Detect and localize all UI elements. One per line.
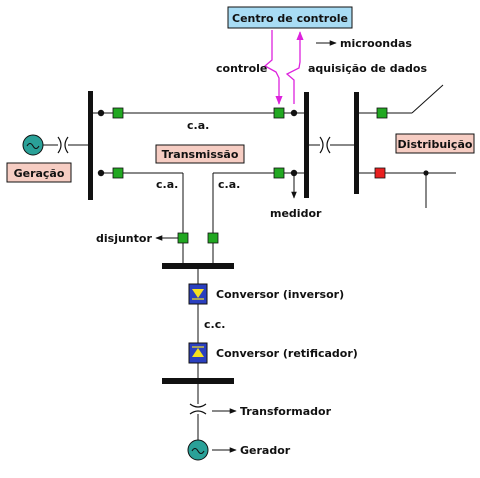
generator-label: Gerador [240,444,291,457]
ca-right-label: c.a. [218,178,240,191]
right-bus [304,92,309,198]
breaker-dc-left [177,232,189,244]
data-acquisition-line [285,31,304,104]
distribution-label-box: Distribuição [395,133,475,154]
converter-inverter-label: Conversor (inversor) [216,288,344,301]
svg-text:Distribuição: Distribuição [398,138,473,151]
breaker-right-lower [273,167,285,179]
ca-left-label: c.a. [156,178,178,191]
transformer-icon [57,136,62,154]
breaker-distribution-top [376,107,388,119]
converter-rectifier [188,342,208,364]
bottom-transformer-icon [189,403,207,408]
converter-rectifier-label: Conversor (retificador) [216,347,358,360]
control-center: Centro de controle [227,6,353,29]
microwave-label: microondas [340,37,412,50]
breaker-left-lower [112,167,124,179]
breaker-top-right [273,107,285,119]
svg-text:Transmissão: Transmissão [162,148,239,161]
transmission-label-box: Transmissão [155,144,245,164]
svg-text:Geração: Geração [14,167,65,180]
distribution-bus [354,92,359,194]
control-label: controle [216,62,267,75]
dc-bus-top [162,263,234,269]
control-signal-line [263,30,283,105]
ca-top-label: c.a. [187,119,209,132]
converter-inverter [188,283,208,305]
open-switch [411,84,444,114]
dc-bus-bottom [162,378,234,384]
breaker-distribution-open [374,167,386,179]
control-center-label: Centro de controle [232,12,348,25]
generation-label-box: Geração [6,162,72,183]
breaker-dc-right [207,232,219,244]
left-bus [88,91,93,200]
dc-label: c.c. [204,318,225,331]
data-acquisition-label: aquisição de dados [308,62,427,75]
breaker-top-left [112,107,124,119]
meter-label: medidor [270,207,322,220]
breaker-label: disjuntor [96,232,152,245]
generation-source [22,134,90,156]
transformer-label: Transformador [240,405,332,418]
transformer-distribution-icon [319,136,324,154]
